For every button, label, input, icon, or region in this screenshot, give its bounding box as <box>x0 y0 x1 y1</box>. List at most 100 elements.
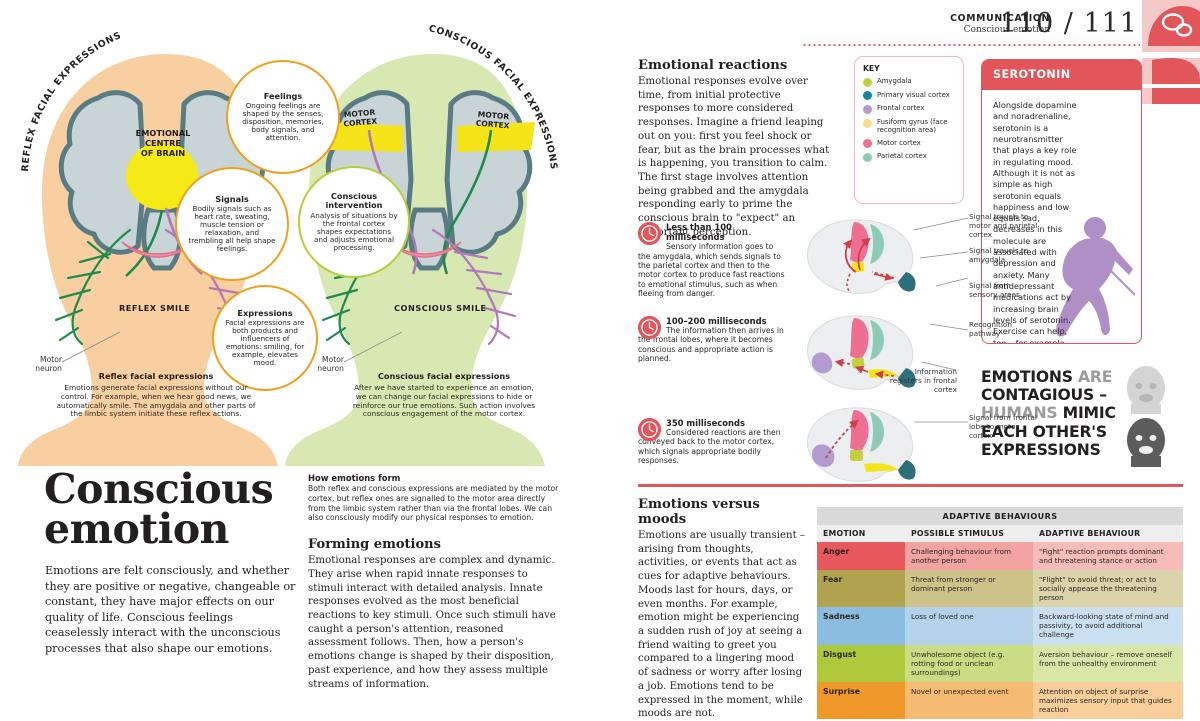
brain-diagram-stage-2 <box>806 315 916 390</box>
motor-neuron-left-line-2: neuron <box>35 364 62 374</box>
timing-body-3: Considered reactions are then conveyed b… <box>638 428 781 466</box>
contagious-word-are: ARE <box>1078 368 1113 386</box>
caption-reflex-title: Reflex facial expressions <box>98 371 214 381</box>
key-legend-title: KEY <box>863 64 880 73</box>
key-item-amygdala: Amygdala <box>863 77 955 87</box>
page-title: Conscious emotion <box>44 465 274 553</box>
row-surprise-behaviour: Attention on object of surprise maximize… <box>1033 681 1184 719</box>
corner-thumb-tab <box>1142 0 1200 104</box>
motor-neuron-right-line-2: neuron <box>317 364 344 374</box>
timing-body-1: Sensory information goes to the amygdala… <box>638 242 785 299</box>
emotional-centre-line-3: OF BRAIN <box>140 148 186 158</box>
lead-label-recognition-pathway: Recognition pathway <box>969 320 1012 339</box>
emotions-versus-moods-block: Emotions versus moods Emotions are usual… <box>638 497 805 721</box>
reflex-smile-label: REFLEX SMILE <box>119 303 191 313</box>
caption-conscious-title: Conscious facial expressions <box>377 371 511 381</box>
bubble-expressions: Expressions Facial expressions are both … <box>212 285 318 391</box>
svg-text:REFLEX FACIAL EXPRESSIONS: REFLEX FACIAL EXPRESSIONS <box>20 30 123 172</box>
reflex-arc-text: REFLEX FACIAL EXPRESSIONS <box>20 30 122 172</box>
timing-body-2: The information then arrives in the fron… <box>638 326 784 364</box>
bubble-feelings-title: Feelings <box>263 90 303 101</box>
how-emotions-form-body: Both reflex and conscious expressions ar… <box>308 484 559 523</box>
key-dot-primary-visual-cortex <box>863 91 872 101</box>
emotional-reactions-body: Emotional responses evolve over time, fr… <box>638 76 830 238</box>
motor-neuron-right-line-1: Motor <box>322 355 344 364</box>
bubble-conscious-title: Conscious intervention <box>325 191 383 211</box>
lead-label-signal-frontal-lobe: Signal from frontal lobe to motor cortex <box>969 413 1037 441</box>
key-label-primary-visual-cortex: Primary visual cortex <box>877 90 950 99</box>
page-title-line-1: Conscious <box>44 465 274 513</box>
contagious-word-contagious: CONTAGIOUS – <box>981 386 1107 405</box>
table-col-behaviour: ADAPTIVE BEHAVIOUR <box>1033 525 1184 542</box>
row-surprise-emotion: Surprise <box>817 681 905 719</box>
emotional-reactions-block: Emotional reactions Emotional responses … <box>638 58 834 240</box>
brain-diagram-stage-3 <box>806 407 916 482</box>
bubble-feelings-body: Ongoing feelings are shaped by the sense… <box>242 100 324 143</box>
serotonin-heading: SEROTONIN <box>982 60 1141 90</box>
right-page: COMMUNICATION Conscious emotion 110 / 11… <box>612 0 1200 721</box>
row-sadness-behaviour: Backward-looking state of mind and passi… <box>1033 607 1184 645</box>
lead-label-signal-motor-parietal: Signal travels to motor and parietal cor… <box>969 212 1038 240</box>
key-label-fusiform-gyrus: Fusiform gyrus (face recognition area) <box>877 118 948 135</box>
table-row: Sadness Loss of loved one Backward-looki… <box>817 607 1184 645</box>
row-anger-stimulus: Challenging behaviour from another perso… <box>905 542 1033 571</box>
table-title: ADAPTIVE BEHAVIOURS <box>817 507 1184 525</box>
emotional-centre-line-2: CENTRE <box>145 138 181 148</box>
row-surprise-stimulus: Novel or unexpected event <box>905 681 1033 719</box>
timing-block-2: 100–200 milliseconds The information the… <box>638 316 786 364</box>
lead-lines-stage-3 <box>914 421 968 423</box>
table-row: Surprise Novel or unexpected event Atten… <box>817 681 1184 719</box>
bubble-signals: Signals Bodily signals such as heart rat… <box>175 167 289 281</box>
left-page: REFLEX FACIAL EXPRESSIONS CONSCIOUS FACI… <box>18 23 559 690</box>
clock-icon-2 <box>638 316 661 339</box>
running-head-subsection: Conscious emotion <box>963 24 1050 35</box>
key-item-primary-visual-cortex: Primary visual cortex <box>863 91 955 101</box>
folio-page-numbers: 110 / 111 <box>999 8 1138 39</box>
timing-title-1: Less than 100 milliseconds <box>666 222 732 243</box>
bubble-feelings: Feelings Ongoing feelings are shaped by … <box>226 60 340 174</box>
clock-icon-3 <box>638 418 661 441</box>
serotonin-panel: SEROTONIN Alongside dopamine and noradre… <box>981 59 1142 344</box>
how-emotions-form-heading: How emotions form <box>308 473 401 483</box>
brain-diagram-stage-1 <box>806 219 916 294</box>
timing-block-1: Less than 100 milliseconds Sensory infor… <box>638 222 786 299</box>
timing-title-3: 350 milliseconds <box>666 418 745 428</box>
contagious-word-mimic: MIMIC <box>1062 404 1116 423</box>
row-disgust-emotion: Disgust <box>817 644 905 682</box>
mimic-faces-icon <box>1127 366 1165 467</box>
table-title-row: ADAPTIVE BEHAVIOURS <box>817 507 1184 525</box>
caption-reflex-facial-expressions: Reflex facial expressions Emotions gener… <box>56 371 256 419</box>
emotions-versus-moods-heading: Emotions versus moods <box>638 497 760 527</box>
contagious-word-humans: HUMANS <box>981 404 1058 423</box>
key-dot-amygdala <box>863 77 872 87</box>
timing-block-3: 350 milliseconds Considered reactions ar… <box>638 418 786 466</box>
lead-label-signal-amygdala: Signal travels to amygdala <box>969 246 1029 265</box>
conscious-arc-label: CONSCIOUS FACIAL EXPRESSIONS <box>427 23 558 170</box>
table-header-row: EMOTION POSSIBLE STIMULUS ADAPTIVE BEHAV… <box>817 525 1184 542</box>
serotonin-body: Alongside dopamine and noradrenaline, se… <box>993 100 1077 344</box>
key-dot-fusiform-gyrus <box>863 118 872 128</box>
bubble-expressions-title: Expressions <box>237 307 293 318</box>
caption-reflex-body: Emotions generate facial expressions wit… <box>56 382 256 419</box>
row-disgust-stimulus: Unwholesome object (e.g. rotting food or… <box>905 644 1033 682</box>
forming-emotions-body: Emotional responses are complex and dyna… <box>308 555 556 690</box>
adaptive-behaviours-table: ADAPTIVE BEHAVIOURS EMOTION POSSIBLE STI… <box>817 507 1184 719</box>
page-title-line-2: emotion <box>44 504 229 553</box>
bubble-conscious-intervention: Conscious intervention Analysis of situa… <box>298 166 410 278</box>
caption-conscious-facial-expressions: Conscious facial expressions After we ha… <box>348 371 540 419</box>
emotional-centre-label: EMOTIONAL CENTRE OF BRAIN <box>116 128 210 158</box>
lead-label-information-registers: Information registers in frontal cortex <box>889 367 957 395</box>
clock-icon-1 <box>638 222 661 245</box>
key-dot-motor-cortex <box>863 139 872 149</box>
emotional-centre-line-1: EMOTIONAL <box>135 128 191 138</box>
contagious-word-each-others: EACH OTHER'S <box>981 422 1107 441</box>
conscious-motor-neuron-network <box>321 228 517 346</box>
contagious-statement: EMOTIONS ARE CONTAGIOUS – HUMANS MIMIC E… <box>981 368 1116 459</box>
key-label-amygdala: Amygdala <box>877 77 912 85</box>
bubble-conscious-body: Analysis of situations by the frontal co… <box>310 210 398 252</box>
key-item-parietal-cortex: Parietal cortex <box>863 152 955 162</box>
motor-neuron-label-left: Motor neuron <box>18 355 62 374</box>
header-dotted-rule <box>802 44 1140 46</box>
table-row: Anger Challenging behaviour from another… <box>817 542 1184 571</box>
